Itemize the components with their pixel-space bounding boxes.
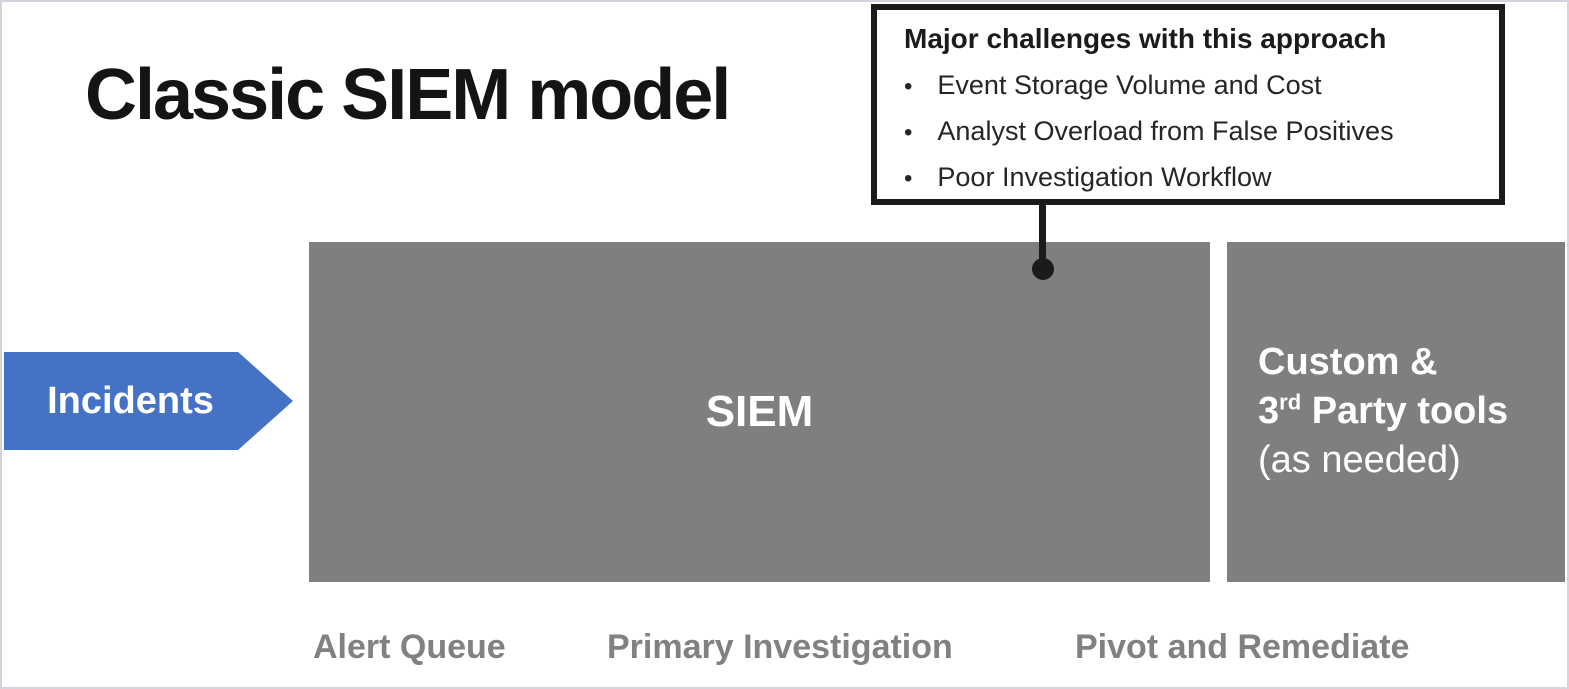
- callout-bullet-item: Analyst Overload from False Positives: [904, 116, 1481, 147]
- challenges-callout-box: Major challenges with this approach Even…: [871, 4, 1505, 205]
- siem-box: SIEM: [309, 242, 1210, 582]
- custom-tools-line2-base: 3: [1258, 390, 1280, 432]
- custom-tools-line2: 3rd Party tools: [1258, 387, 1565, 436]
- callout-heading: Major challenges with this approach: [904, 23, 1387, 54]
- callout-bullet-text: Event Storage Volume and Cost: [937, 70, 1322, 100]
- stage-label-alert-queue: Alert Queue: [313, 628, 506, 666]
- callout-connector-line: [1039, 202, 1046, 264]
- incidents-arrow-shape: Incidents: [4, 352, 293, 450]
- incidents-arrow-label: Incidents: [47, 379, 214, 422]
- stage-label-primary-investigation: Primary Investigation: [607, 628, 953, 666]
- callout-connector-dot: [1032, 258, 1054, 280]
- custom-tools-box: Custom & 3rd Party tools (as needed): [1227, 242, 1565, 582]
- custom-tools-line2-rest: Party tools: [1301, 390, 1509, 432]
- custom-tools-line1-text: Custom &: [1258, 341, 1438, 383]
- callout-bullet-item: Poor Investigation Workflow: [904, 162, 1481, 193]
- slide-title: Classic SIEM model: [85, 55, 731, 135]
- callout-bullet-item: Event Storage Volume and Cost: [904, 70, 1481, 101]
- callout-bullet-text: Analyst Overload from False Positives: [937, 116, 1394, 146]
- callout-bullet-list: Event Storage Volume and Cost Analyst Ov…: [904, 70, 1481, 193]
- custom-tools-line3-text: (as needed): [1258, 439, 1461, 481]
- callout-bullet-text: Poor Investigation Workflow: [937, 162, 1272, 192]
- custom-tools-line2-superscript: rd: [1279, 389, 1302, 415]
- stage-label-pivot-and-remediate: Pivot and Remediate: [1075, 628, 1410, 666]
- custom-tools-line3: (as needed): [1258, 436, 1565, 485]
- siem-box-label: SIEM: [705, 387, 814, 436]
- custom-tools-line1: Custom &: [1258, 338, 1565, 387]
